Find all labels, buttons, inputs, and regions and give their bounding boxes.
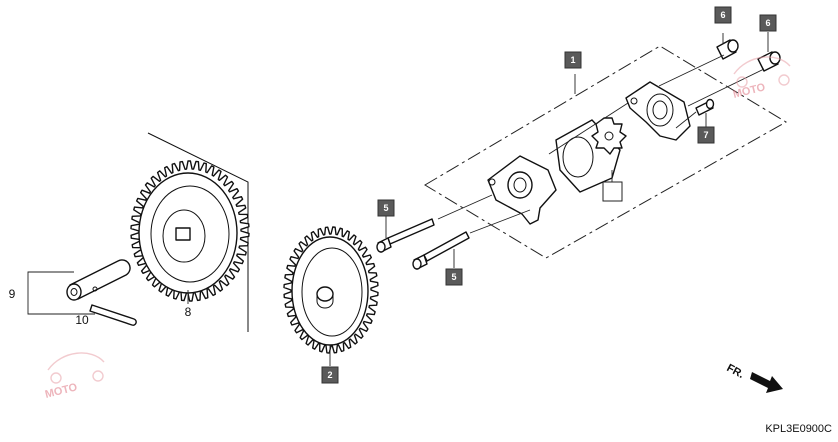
svg-text:7: 7	[703, 130, 708, 140]
drawing-code: KPL3E0900C	[765, 423, 832, 435]
mounting-plate	[147, 132, 249, 332]
bolt-7	[695, 98, 715, 116]
callout-empty	[602, 181, 623, 202]
pin-10	[89, 304, 137, 326]
callout-7: 7	[697, 126, 715, 144]
callout-2: 2	[321, 366, 339, 384]
inner-rotor	[591, 117, 627, 155]
svg-text:1: 1	[570, 55, 575, 65]
dowel-pin-6-right	[757, 51, 781, 72]
svg-text:6: 6	[720, 10, 725, 20]
svg-text:5: 5	[451, 272, 456, 282]
label-9: 9	[9, 287, 16, 301]
gear-2	[283, 226, 379, 354]
watermark-logo-left: MOTO	[44, 352, 105, 401]
callout-6-left: 6	[714, 6, 732, 24]
shaft-9	[66, 259, 131, 301]
front-direction-indicator: FR.	[725, 362, 783, 393]
label-8: 8	[185, 305, 192, 319]
pump-body-cover	[487, 155, 557, 225]
callout-1: 1	[564, 51, 582, 69]
assembly-boundary-part-1	[424, 45, 787, 259]
dowel-pin-6-left	[716, 39, 739, 60]
callout-6-right: 6	[759, 14, 777, 32]
svg-text:5: 5	[383, 203, 388, 213]
leader-lines	[27, 32, 769, 366]
bolt-5-lower	[412, 231, 470, 270]
svg-text:MOTO: MOTO	[44, 381, 79, 401]
gear-8	[130, 160, 250, 302]
svg-text:2: 2	[327, 370, 332, 380]
direction-arrow-icon	[750, 372, 783, 393]
label-10: 10	[75, 313, 89, 327]
svg-text:FR.: FR.	[725, 362, 746, 381]
pump-housing	[625, 81, 691, 141]
svg-text:6: 6	[765, 18, 770, 28]
callout-5-upper: 5	[377, 199, 395, 217]
callout-5-lower: 5	[445, 268, 463, 286]
bolt-5-upper	[376, 218, 435, 253]
